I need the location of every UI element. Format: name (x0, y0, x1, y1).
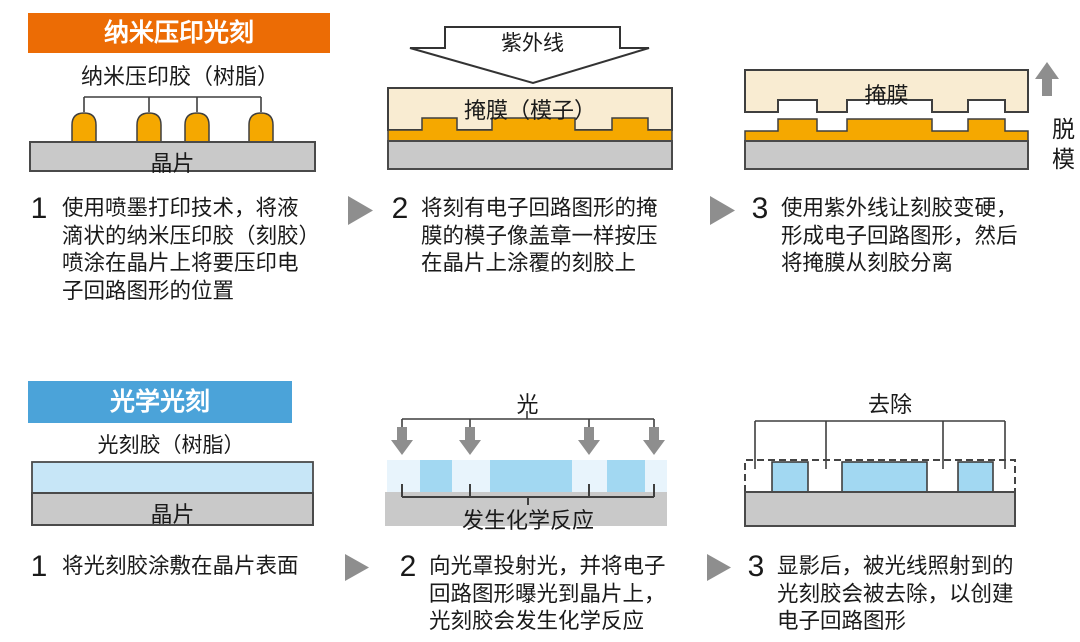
light-down-arrow-icon (391, 427, 413, 455)
wafer (29, 141, 316, 172)
photo-step3-diagram (744, 420, 1016, 527)
lifted-mask (744, 69, 1029, 113)
photo-step2-text: 向光罩投射光，并将电子 回路图形曝光到晶片上， 光刻胶会发生化学反应 (429, 554, 666, 633)
light-down-arrow-icon (459, 427, 481, 455)
photo-step2-number: 2 (399, 550, 417, 583)
photo-step3-number: 3 (747, 550, 765, 583)
light-down-arrow-icon (643, 427, 665, 455)
demold-label: 脱模 (1052, 116, 1075, 172)
photo-wafer-label: 晶片 (150, 502, 195, 527)
nano-step1-number: 1 (30, 192, 48, 225)
photo-step2-diagram (385, 411, 667, 526)
photo-step1-text: 将光刻胶涂敷在晶片表面 (62, 554, 299, 578)
hardened-resist (744, 118, 1029, 142)
next-step-arrow-icon (348, 196, 373, 225)
light-distribution-lines (401, 411, 655, 427)
nano-step3-diagram (744, 62, 1059, 170)
resin-callout-lines (83, 96, 262, 112)
nano-step1-diagram (29, 96, 316, 172)
uv-block-arrow (409, 26, 650, 85)
photoresist-layer (31, 461, 314, 494)
nano-step2-number: 2 (391, 192, 409, 225)
mask-mold-label: 掩膜（模子） (463, 98, 596, 123)
photo-step3-text: 显影后，被光线照射到的 光刻胶会被去除，以创建 电子回路图形 (777, 554, 1014, 633)
reaction-label: 发生化学反应 (461, 508, 594, 533)
removal-label: 去除 (867, 392, 912, 417)
resin-droplet (71, 112, 97, 143)
next-step-arrow-icon (710, 196, 735, 225)
unexposed-resist-block (607, 460, 645, 492)
photo-step1-diagram (31, 461, 314, 526)
remaining-resist-block (841, 461, 928, 493)
nano-section-title: 纳米压印光刻 (28, 13, 330, 53)
next-step-arrow-icon (707, 554, 731, 581)
reaction-bracket-lines (401, 484, 655, 505)
remaining-resist-block (957, 461, 994, 493)
photo-step1-number: 1 (30, 550, 48, 583)
unexposed-resist-block (490, 460, 572, 492)
resin-droplet (248, 112, 274, 143)
imprinted-resist (387, 117, 673, 142)
resin-droplet (184, 112, 210, 143)
remaining-resist-block (771, 461, 809, 493)
nano-step3-number: 3 (751, 192, 769, 225)
nano-step3-text: 使用紫外线让刻胶变硬， 形成电子回路图形，然后 将掩膜从刻胶分离 (781, 196, 1018, 275)
unexposed-resist-block (420, 460, 452, 492)
nano-step1-text: 使用喷墨打印技术，将液 滴状的纳米压印胶（刻胶） 喷涂在晶片上将要压印电 子回路… (62, 196, 321, 303)
demold-up-arrow-icon (1035, 62, 1059, 96)
removed-resist-dashed-outline (744, 459, 1016, 492)
nano-step2-diagram (387, 26, 673, 170)
photo-section-title: 光学光刻 (28, 381, 292, 423)
wafer (744, 491, 1016, 527)
photo-resist-label: 光刻胶（树脂） (97, 434, 245, 457)
mask-label: 掩膜 (864, 83, 909, 108)
wafer (387, 140, 673, 170)
nano-step2-text: 将刻有电子回路图形的掩 膜的模子像盖章一样按压 在晶片上涂覆的刻胶上 (421, 196, 658, 275)
removal-callout-lines (754, 420, 1006, 469)
light-label: 光 (516, 392, 539, 417)
resin-droplet (136, 112, 162, 143)
wafer (744, 140, 1029, 170)
nano-wafer-label: 晶片 (150, 151, 195, 176)
next-step-arrow-icon (345, 554, 369, 581)
light-down-arrow-icon (578, 427, 600, 455)
uv-label: 紫外线 (501, 32, 564, 55)
nano-resin-label: 纳米压印胶（树脂） (80, 64, 279, 89)
wafer (31, 492, 314, 526)
